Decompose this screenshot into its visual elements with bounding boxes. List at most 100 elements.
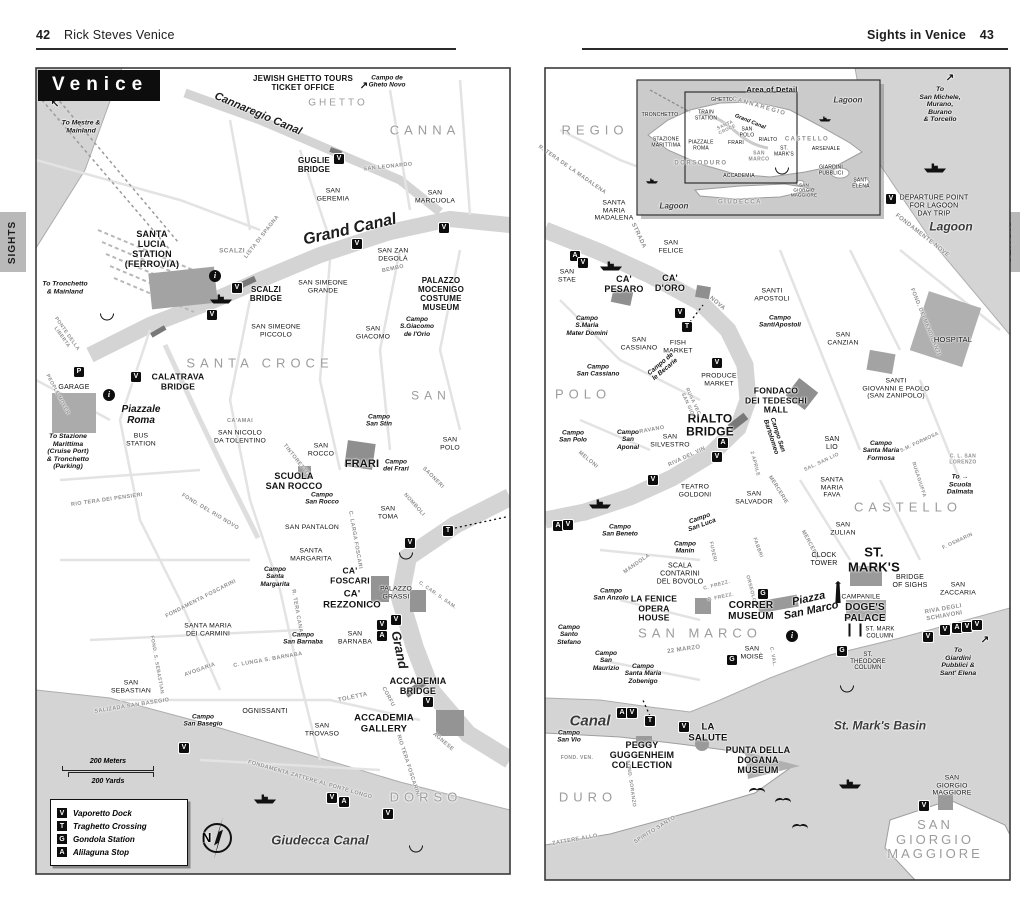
legend-row: A Alilaguna Stop (57, 847, 181, 857)
stop-icon-V: V (178, 742, 190, 754)
map-label: CASTELLO (854, 499, 962, 515)
anc-icon (775, 167, 789, 175)
stop-icon-T: T (442, 525, 454, 537)
map-label: SAN NICOLO DA TOLENTINO (213, 429, 267, 444)
map-label: Campo San Anzolo (593, 587, 629, 602)
map-label: To Tronchetto & Mainland (42, 280, 88, 295)
info-icon: i (209, 270, 221, 282)
map-label: TRONCHETTO (641, 112, 679, 119)
info-icon: i (103, 389, 115, 401)
stop-icon-V: V (885, 193, 897, 205)
right-header-rule (582, 48, 1008, 50)
map-label: SCALZI BRIDGE (249, 285, 283, 303)
sidebar-tab-sights-left: SIGHTS (0, 212, 26, 272)
map-label: ARSENALE (811, 146, 841, 153)
stop-icon-V: V (130, 371, 142, 383)
boat-icon (253, 794, 277, 804)
map-label: POLO (554, 386, 612, 402)
map-label: CA' REZZONICO (323, 588, 381, 610)
stop-icon-V: V (647, 474, 659, 486)
stop-icon-T: T (644, 715, 656, 727)
map-label: SAN GIORGIO MAGGIORE (887, 817, 983, 862)
stop-icon-V: V (711, 357, 723, 369)
map-label: To San Michele, Murano, Burano & Torcell… (919, 85, 961, 124)
map-label: SAN SIMEONE GRANDE (298, 279, 348, 294)
stop-icon-G: G (757, 588, 769, 600)
map-label: DURO (558, 789, 618, 805)
boat2-icon (819, 116, 831, 122)
compass-needle (214, 817, 223, 859)
map-label: GHETTO (711, 97, 733, 104)
legend-row: T Traghetto Crossing (57, 821, 181, 831)
map-label: DORSO (389, 789, 463, 805)
map-label: To Giardini Pubblici & Sant' Elena (939, 646, 977, 677)
map-label: FRARI (728, 140, 744, 147)
map-label: SCALZI (219, 247, 245, 255)
compass-ring (202, 823, 232, 853)
map-label: ↗ (980, 634, 990, 646)
stop-icon-V: V (376, 619, 388, 631)
map-label: PALAZZO GRASSI (380, 585, 412, 600)
map-label: CANNA (389, 122, 461, 138)
map-label: SAN ROCCO (307, 442, 335, 457)
stop-icon-V: V (939, 624, 951, 636)
map-label: CALATRAVA BRIDGE (151, 371, 205, 391)
map-label: SAN GIACOMO (355, 325, 391, 340)
stop-icon-V: V (971, 619, 983, 631)
map-label: SAN CANZIAN (827, 331, 859, 346)
map-label: SCALA CONTARINI DEL BOVOLO (656, 562, 704, 585)
map-label: Campo San Rocco (305, 491, 339, 506)
map-label: SAN GIORGIO MAGGIORE (790, 182, 818, 198)
map-label: CORRER MUSEUM (728, 599, 774, 622)
map-label: SAN SALVADOR (735, 490, 773, 505)
map-label: Campo San Barnaba (283, 631, 323, 646)
map-label: SAN MARCUOLA (414, 189, 456, 204)
map-label: DOGE'S PALACE (844, 601, 886, 624)
map-label: GUGLIE BRIDGE (297, 156, 331, 174)
map-label: Campo SantiApostoli (759, 314, 801, 329)
map-label: SAN BARNABA (338, 630, 372, 645)
map-label: TRAIN STATION (694, 109, 718, 121)
map-label: ↗ (945, 72, 955, 84)
right-page-number: 43 (979, 28, 994, 42)
map-label: BUS STATION (126, 432, 156, 447)
map-label: ↗ (359, 80, 369, 92)
map-label: SAN POLO (440, 436, 460, 451)
stop-icon-V: V (390, 614, 402, 626)
map-label: Campo Manin (673, 540, 697, 555)
map-label: RIALTO (758, 137, 778, 144)
map-label: Campo Santa Maria Formosa (862, 440, 900, 462)
map-label: SAN GIORGIO MAGGIORE (932, 774, 972, 797)
map-label: STAZIONE MARITTIMA (651, 136, 681, 148)
info-icon: i (786, 630, 798, 642)
map-label: PALAZZO MOCENIGO COSTUME MUSEUM (417, 276, 465, 312)
map-label: OGNISSANTI (242, 708, 288, 716)
map-label: Lagoon (659, 201, 689, 211)
traghetto-icon: T (57, 821, 67, 831)
map-label: Campo San Cassiano (576, 363, 620, 378)
compass-rose-icon: N (199, 817, 235, 859)
map-label: SANTI GIOVANNI E PAOLO (SAN ZANIPOLO) (862, 377, 930, 400)
map-title: Venice (38, 70, 161, 101)
stop-icon-V: V (438, 222, 450, 234)
map-label: Campo Santa Margarita (260, 566, 290, 588)
map-label: FONDACO DEI TEDESCHI MALL (745, 385, 807, 415)
legend-label: Gondola Station (73, 834, 135, 844)
stop-icon-A: A (616, 707, 628, 719)
map-label: Campo S.Giacomo de l'Orio (400, 316, 434, 338)
map-label: Campo Santo Stefano (557, 624, 581, 646)
stop-icon-A: A (951, 622, 963, 634)
map-label: SAN PANTALON (285, 524, 339, 532)
stop-icon-A: A (376, 630, 388, 642)
map-label: SANTA MARIA MADALENA (594, 199, 634, 222)
map-scale: 200 Meters 200 Yards (62, 758, 154, 785)
map-label: PRODUCE MARKET (701, 372, 737, 387)
map-label: ST. MARK'S (848, 544, 900, 574)
map-label: FISH MARKET (663, 339, 693, 354)
map-label: BRIDGE OF SIGHS (892, 574, 928, 589)
legend-row: G Gondola Station (57, 834, 181, 844)
scale-bar-yards (68, 772, 154, 777)
legend-row: V Vaporetto Dock (57, 808, 181, 818)
